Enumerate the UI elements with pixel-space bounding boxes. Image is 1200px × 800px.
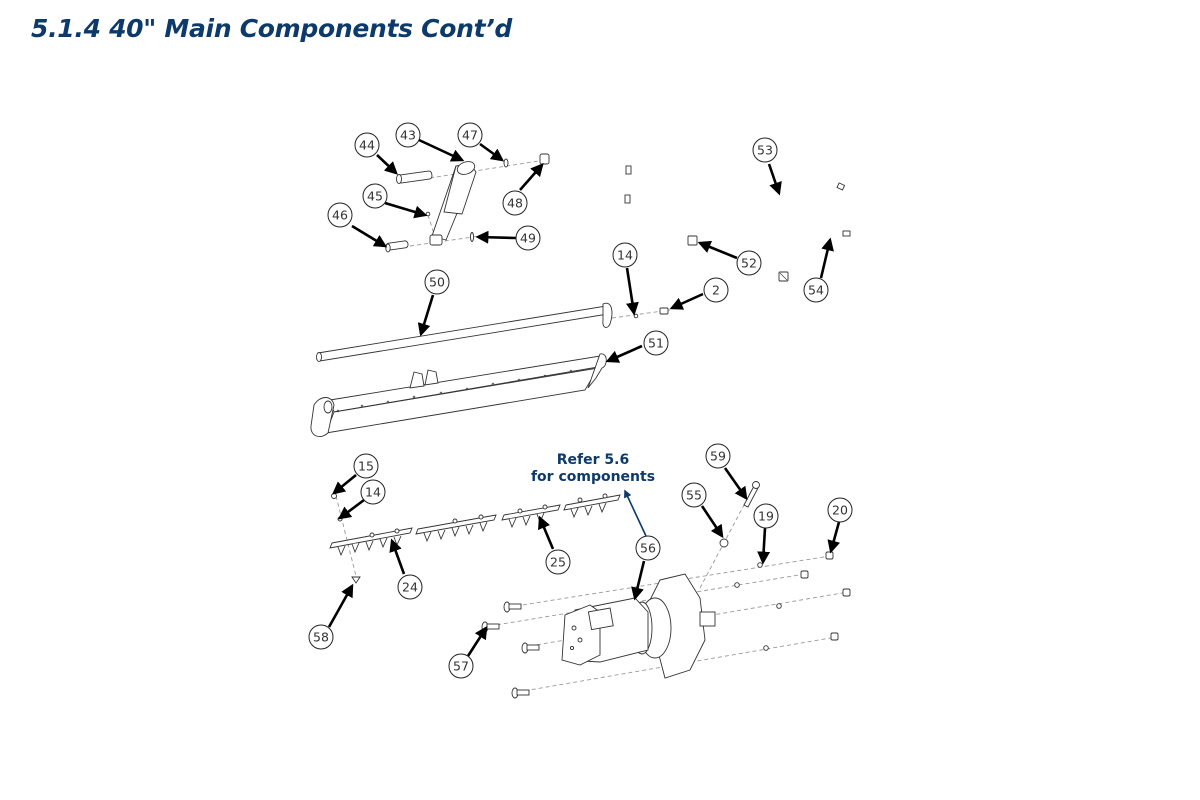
callout-47[interactable]: 47 — [457, 122, 483, 148]
callout-15[interactable]: 15 — [353, 453, 379, 479]
svg-text:59: 59 — [710, 449, 726, 464]
callout-44[interactable]: 44 — [354, 132, 380, 158]
grease-fitting — [425, 211, 431, 217]
svg-text:44: 44 — [359, 138, 375, 153]
callout-54[interactable]: 54 — [803, 277, 829, 303]
svg-text:53: 53 — [757, 143, 773, 158]
svg-text:48: 48 — [507, 196, 523, 211]
lower-pin — [385, 240, 409, 253]
callout-57[interactable]: 57 — [448, 653, 474, 679]
svg-text:24: 24 — [402, 580, 418, 595]
callout-55[interactable]: 55 — [681, 482, 707, 508]
motor-assembly — [481, 481, 851, 699]
svg-text:19: 19 — [758, 509, 774, 524]
callout-56[interactable]: 56 — [635, 535, 661, 561]
svg-text:57: 57 — [453, 659, 469, 674]
callout-59[interactable]: 59 — [705, 443, 731, 469]
callout-14-lower[interactable]: 14 — [360, 479, 386, 505]
cylinder-assembly — [385, 153, 550, 253]
svg-text:49: 49 — [520, 231, 536, 246]
hydraulic-hoses — [624, 157, 851, 282]
svg-text:14: 14 — [617, 248, 633, 263]
upper-pin — [396, 170, 433, 184]
leader-arrows — [327, 138, 841, 657]
svg-text:20: 20 — [832, 503, 848, 518]
svg-text:14: 14 — [365, 485, 381, 500]
tooth-bar-4 — [563, 493, 621, 519]
svg-text:45: 45 — [367, 189, 383, 204]
hydraulic-cylinder — [429, 161, 477, 246]
pivot-shaft — [316, 302, 671, 362]
svg-text:51: 51 — [648, 336, 664, 351]
tooth-bar-1 — [329, 527, 413, 557]
svg-text:25: 25 — [550, 555, 566, 570]
refer-note-line2: for components — [531, 469, 655, 485]
callout-45[interactable]: 45 — [362, 183, 388, 209]
callout-50[interactable]: 50 — [424, 269, 450, 295]
svg-text:47: 47 — [462, 128, 478, 143]
callout-14[interactable]: 14 — [612, 242, 638, 268]
svg-text:55: 55 — [686, 488, 702, 503]
callout-48[interactable]: 48 — [502, 190, 528, 216]
page-title: 5.1.4 40" Main Components Cont’d — [31, 14, 513, 43]
clip — [470, 232, 474, 242]
callouts: 43 44 45 46 47 48 49 53 52 54 50 14 2 51… — [308, 122, 853, 679]
refer-note: Refer 5.6 for components — [531, 452, 655, 485]
svg-text:52: 52 — [741, 256, 757, 271]
callout-51[interactable]: 51 — [643, 330, 669, 356]
callout-52[interactable]: 52 — [736, 250, 762, 276]
callout-53[interactable]: 53 — [752, 137, 778, 163]
callout-24[interactable]: 24 — [397, 574, 423, 600]
svg-text:58: 58 — [313, 630, 329, 645]
svg-text:46: 46 — [332, 208, 348, 223]
callout-43[interactable]: 43 — [395, 122, 421, 148]
carriage-bolts — [481, 601, 540, 699]
tooth-bars — [329, 493, 621, 584]
callout-2[interactable]: 2 — [703, 277, 729, 303]
svg-text:56: 56 — [640, 541, 656, 556]
tooth-bar-2 — [415, 514, 497, 543]
refer-note-line1: Refer 5.6 — [557, 452, 629, 468]
svg-text:15: 15 — [358, 459, 374, 474]
callout-49[interactable]: 49 — [515, 225, 541, 251]
cutter-frame — [310, 353, 607, 437]
hose-clamp — [687, 235, 698, 246]
svg-text:43: 43 — [400, 128, 416, 143]
callout-19[interactable]: 19 — [753, 503, 779, 529]
svg-text:2: 2 — [712, 283, 720, 298]
callout-20[interactable]: 20 — [827, 497, 853, 523]
callout-58[interactable]: 58 — [308, 624, 334, 650]
callout-46[interactable]: 46 — [327, 202, 353, 228]
svg-text:54: 54 — [808, 283, 824, 298]
tooth-bar-3 — [501, 504, 561, 529]
svg-text:50: 50 — [429, 275, 445, 290]
nut — [539, 153, 550, 165]
washer — [503, 158, 509, 168]
callout-25[interactable]: 25 — [545, 549, 571, 575]
